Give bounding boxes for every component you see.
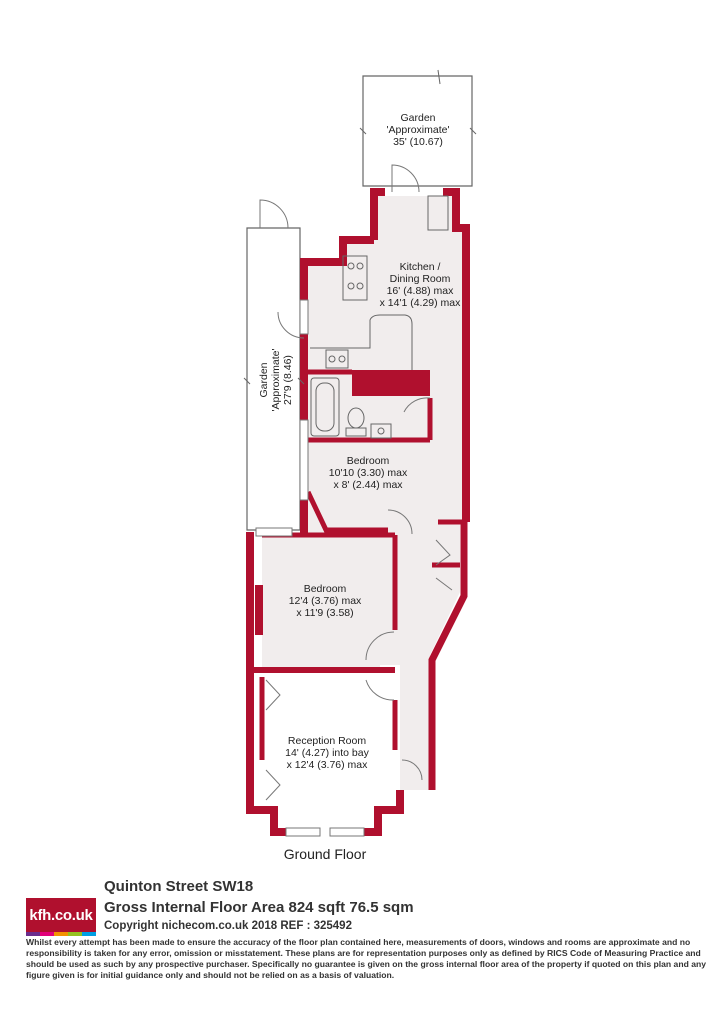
disclaimer-text: Whilst every attempt has been made to en… xyxy=(26,937,707,980)
svg-text:35' (10.67): 35' (10.67) xyxy=(393,136,443,148)
svg-text:x 8' (2.44) max: x 8' (2.44) max xyxy=(333,479,403,491)
svg-text:Bedroom: Bedroom xyxy=(304,583,347,595)
label-reception: Reception Room 14' (4.27) into bay x 12'… xyxy=(285,735,369,771)
logo-bar-3 xyxy=(54,932,68,936)
svg-text:x 11'9 (3.58): x 11'9 (3.58) xyxy=(296,607,353,619)
kitchen-fixtures xyxy=(310,195,449,370)
label-garden-side: Garden 'Approximate' 27'9 (8.46) xyxy=(258,349,294,412)
floor-name: Ground Floor xyxy=(283,846,367,862)
measure-marks xyxy=(243,69,477,385)
logo-bar-5 xyxy=(82,932,96,936)
svg-text:14' (4.27) into bay: 14' (4.27) into bay xyxy=(285,747,369,759)
svg-text:10'10 (3.30) max: 10'10 (3.30) max xyxy=(329,467,408,479)
svg-text:16' (4.88) max: 16' (4.88) max xyxy=(387,285,455,297)
svg-text:x 14'1 (4.29) max: x 14'1 (4.29) max xyxy=(380,297,462,309)
windows xyxy=(255,299,365,837)
svg-text:Kitchen /: Kitchen / xyxy=(400,261,441,273)
property-address: Quinton Street SW18 xyxy=(104,878,254,895)
svg-text:Dining Room: Dining Room xyxy=(390,273,451,285)
svg-text:Reception Room: Reception Room xyxy=(288,735,366,747)
svg-text:27'9 (8.46): 27'9 (8.46) xyxy=(282,355,294,405)
bathroom-fixtures xyxy=(310,377,392,439)
label-garden-rear: Garden 'Approximate' 35' (10.67) xyxy=(387,112,450,148)
interior-walls xyxy=(254,369,466,760)
svg-text:12'4 (3.76) max: 12'4 (3.76) max xyxy=(289,595,362,607)
svg-text:'Approximate': 'Approximate' xyxy=(270,349,282,412)
floor-plan: Garden 'Approximate' 35' (10.67) Kitchen… xyxy=(243,69,477,837)
garden-rear-outline xyxy=(362,75,473,187)
outer-walls xyxy=(246,188,470,836)
logo-color-bars xyxy=(26,932,96,936)
svg-text:x 12'4 (3.76) max: x 12'4 (3.76) max xyxy=(287,759,369,771)
copyright-line: Copyright nichecom.co.uk 2018 REF : 3254… xyxy=(104,920,352,932)
label-bedroom-1: Bedroom 12'4 (3.76) max x 11'9 (3.58) xyxy=(289,583,362,619)
logo-bar-2 xyxy=(40,932,54,936)
label-bedroom-2: Bedroom 10'10 (3.30) max x 8' (2.44) max xyxy=(329,455,408,491)
kfh-logo: kfh.co.uk xyxy=(26,898,96,932)
logo-bar-1 xyxy=(26,932,40,936)
svg-text:Garden: Garden xyxy=(400,112,435,124)
svg-text:Garden: Garden xyxy=(258,362,270,397)
label-kitchen: Kitchen / Dining Room 16' (4.88) max x 1… xyxy=(380,261,462,309)
svg-text:Bedroom: Bedroom xyxy=(347,455,390,467)
gross-internal-area: Gross Internal Floor Area 824 sqft 76.5 … xyxy=(104,899,414,916)
logo-bar-4 xyxy=(68,932,82,936)
svg-text:'Approximate': 'Approximate' xyxy=(387,124,450,136)
door-swings xyxy=(259,164,453,801)
